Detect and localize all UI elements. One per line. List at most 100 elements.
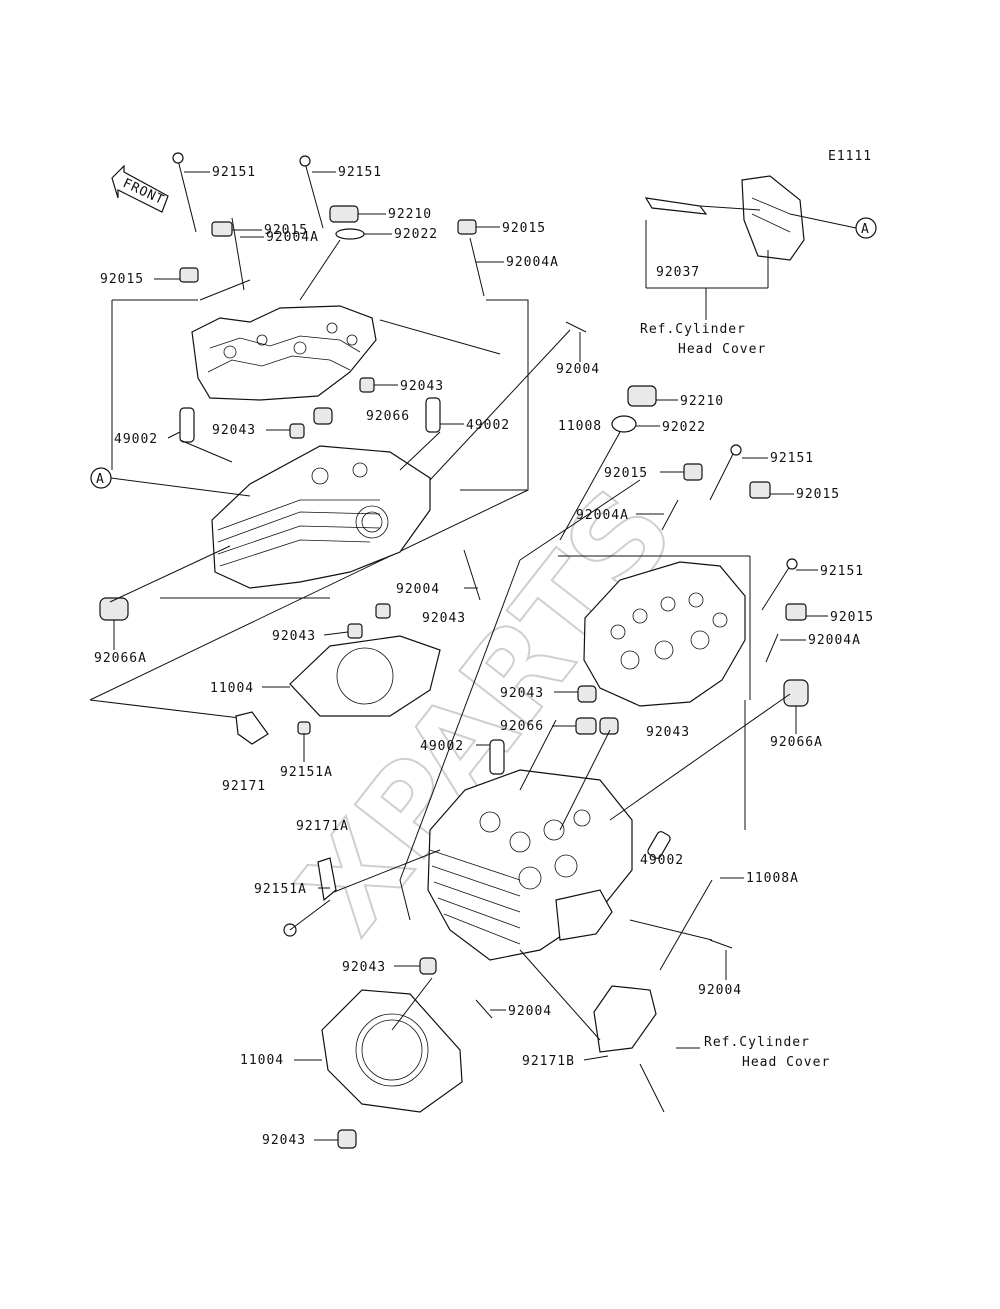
dowel-92043-b [289,423,305,439]
label-92171b: 92171B [522,1054,575,1069]
stud-92004-2 [463,549,481,601]
ref-label-2-line2: Head Cover [742,1055,830,1070]
part-labels: 92151 92151 92015 92210 92022 92015 9200… [94,165,874,1148]
nut-92015-d [683,463,703,481]
dowel-92043-g [337,1129,357,1149]
label-92004: 92004 [508,1004,552,1019]
washer-92022-a [335,228,365,240]
front-head-frame [89,299,529,719]
nut-92015-f [785,603,807,621]
label-92210: 92210 [388,207,432,222]
rear-cylinder-head-lower [399,559,746,961]
label-92043: 92043 [400,379,444,394]
label-92004: 92004 [396,582,440,597]
label-92151a: 92151A [280,765,333,780]
front-arrow-icon: FRONT [111,164,169,213]
label-49002: 49002 [466,418,510,433]
stud-92004a-1 [231,217,245,291]
dowel-92043-f [419,957,437,975]
label-11008: 11008 [558,419,602,434]
label-92015: 92015 [604,466,648,481]
stud-92004-1 [565,321,587,333]
label-92004: 92004 [698,983,742,998]
label-92004a: 92004A [576,508,629,523]
label-92015: 92015 [100,272,144,287]
label-92015: 92015 [502,221,546,236]
svg-text:A: A [861,222,870,237]
label-92037: 92037 [656,265,700,280]
label-92210: 92210 [680,394,724,409]
label-11008a: 11008A [746,871,799,886]
label-92066: 92066 [366,409,410,424]
stud-92004a-2 [469,237,485,297]
bolt-92151-right2 [761,558,798,611]
label-92151: 92151 [338,165,382,180]
label-92043: 92043 [342,960,386,975]
label-92043: 92043 [500,686,544,701]
diagram-code: E1111 [828,149,872,164]
label-92151a: 92151A [254,882,307,897]
stud-92004-lower [475,939,733,1019]
bracket-92171 [235,711,269,745]
label-92171: 92171 [222,779,266,794]
guide-49002-b [425,397,441,433]
label-92004a: 92004A [266,230,319,245]
svg-text:A: A [96,472,105,487]
washer-92022-b [611,415,637,433]
label-92015: 92015 [830,610,874,625]
head-cover-fragment [644,175,805,320]
label-92043: 92043 [422,611,466,626]
front-label: FRONT [120,176,166,208]
callout-a-left: A [90,467,251,497]
seal-92066-b [575,717,619,735]
label-92043: 92043 [272,629,316,644]
leader-lines [109,205,791,1041]
plug-92066a-a [99,597,129,621]
dowel-92043-d [347,623,363,639]
label-11004: 11004 [240,1053,284,1068]
stud-92004a-right [661,499,779,663]
label-92022: 92022 [394,227,438,242]
ref-label-1-line1: Ref.Cylinder [640,322,746,337]
cap-92210-a [329,205,359,223]
dowel-92043-a [359,377,375,393]
front-head-gasket [289,635,441,717]
dowel-92043-e [577,685,597,703]
label-92151: 92151 [770,451,814,466]
bolt-92151a [297,721,311,735]
nut-92015-a [211,221,233,237]
nut-92015-c [457,219,477,235]
label-92015: 92015 [796,487,840,502]
front-cylinder-head [211,445,431,589]
label-92004: 92004 [556,362,600,377]
label-92066a: 92066A [770,735,823,750]
label-92043: 92043 [262,1133,306,1148]
nut-92015-b [179,267,199,283]
bolt-92151-right [709,444,742,501]
label-92171a: 92171A [296,819,349,834]
cap-92210-b [627,385,657,407]
guide-49002-a [179,407,195,443]
plug-92066a-b [783,679,809,707]
label-92066: 92066 [500,719,544,734]
bolt-92151-left [172,152,197,233]
label-92004a: 92004A [808,633,861,648]
label-92022: 92022 [662,420,706,435]
callout-a-right: A [789,213,877,239]
ref-label-2-line1: Ref.Cylinder [704,1035,810,1050]
seal-92066-a [313,407,333,425]
guide-49002-c [489,739,505,775]
label-92151: 92151 [820,564,864,579]
dowel-92043-c [375,603,391,619]
label-49002: 49002 [114,432,158,447]
label-92151: 92151 [212,165,256,180]
label-49002: 49002 [420,739,464,754]
label-92066a: 92066A [94,651,147,666]
label-92043: 92043 [646,725,690,740]
label-92015: 92015 [264,223,308,238]
bolt-92151-center [299,155,324,229]
front-cylinder-head-cover [191,305,377,401]
label-92043: 92043 [212,423,256,438]
guide-49002-d [647,831,671,859]
